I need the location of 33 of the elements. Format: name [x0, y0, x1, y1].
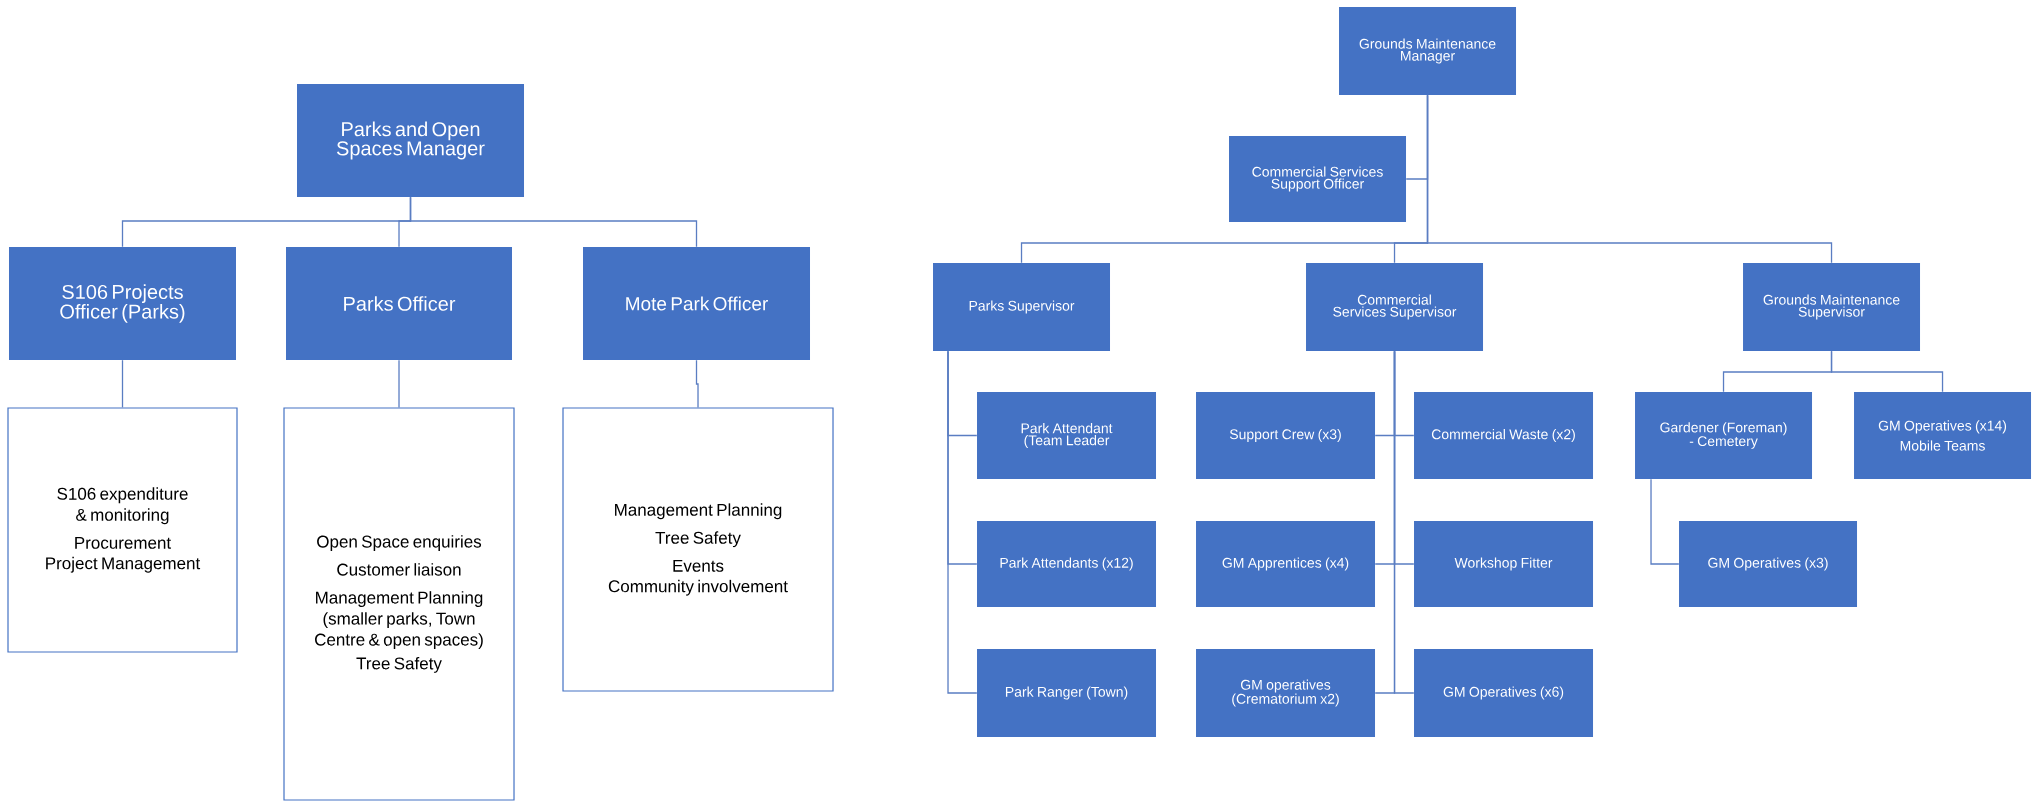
role-box: Parks and Open Spaces Manager: [297, 84, 524, 197]
role-box: GM operatives (Crematorium x2): [1196, 649, 1375, 737]
role-box: GM Operatives (x6): [1414, 649, 1593, 737]
role-box: Parks Supervisor: [933, 263, 1110, 351]
role-box: GM Operatives (x14) Mobile Teams: [1854, 392, 2032, 479]
role-box: Mote Park Officer: [583, 247, 810, 360]
connector-line: [947, 350, 978, 694]
duties-box: Management Planning Tree Safety Events Community involvement: [562, 407, 834, 692]
connector-line: [1426, 94, 1833, 264]
role-box: S106 Projects Officer (Parks): [9, 247, 236, 360]
role-box: Parks Officer: [286, 247, 512, 360]
role-box: Grounds Maintenance Supervisor: [1743, 263, 1921, 351]
role-box: Commercial Services Supervisor: [1306, 263, 1483, 351]
role-box: Commercial Services Support Officer: [1229, 136, 1406, 222]
role-box: Support Crew (x3): [1196, 392, 1375, 479]
role-box: GM Operatives (x3): [1679, 521, 1857, 607]
connector-line: [398, 359, 400, 409]
connector-line: [1830, 350, 1944, 393]
role-box: Gardener (Foreman) - Cemetery: [1635, 392, 1812, 479]
connector-line: [1650, 478, 1680, 565]
role-box: Commercial Waste (x2): [1414, 392, 1593, 479]
role-box: Park Attendant (Team Leader: [977, 392, 1156, 479]
connector-line: [409, 196, 698, 248]
role-box: Park Ranger (Town): [977, 649, 1156, 737]
role-box: Grounds Maintenance Manager: [1339, 7, 1516, 95]
connector-line: [121, 359, 124, 409]
connector-line: [1393, 350, 1415, 694]
role-box: Park Attendants (x12): [977, 521, 1156, 607]
duties-box: S106 expenditure & monitoring Procurement Project Management: [7, 407, 238, 653]
role-box: Workshop Fitter: [1414, 521, 1593, 607]
role-box: GM Apprentices (x4): [1196, 521, 1375, 607]
connector-line: [695, 359, 699, 409]
duties-box: Open Space enquiries Customer liaison Management Planning (smaller parks, Town Centre & open spaces) Tree Safety: [283, 407, 515, 801]
